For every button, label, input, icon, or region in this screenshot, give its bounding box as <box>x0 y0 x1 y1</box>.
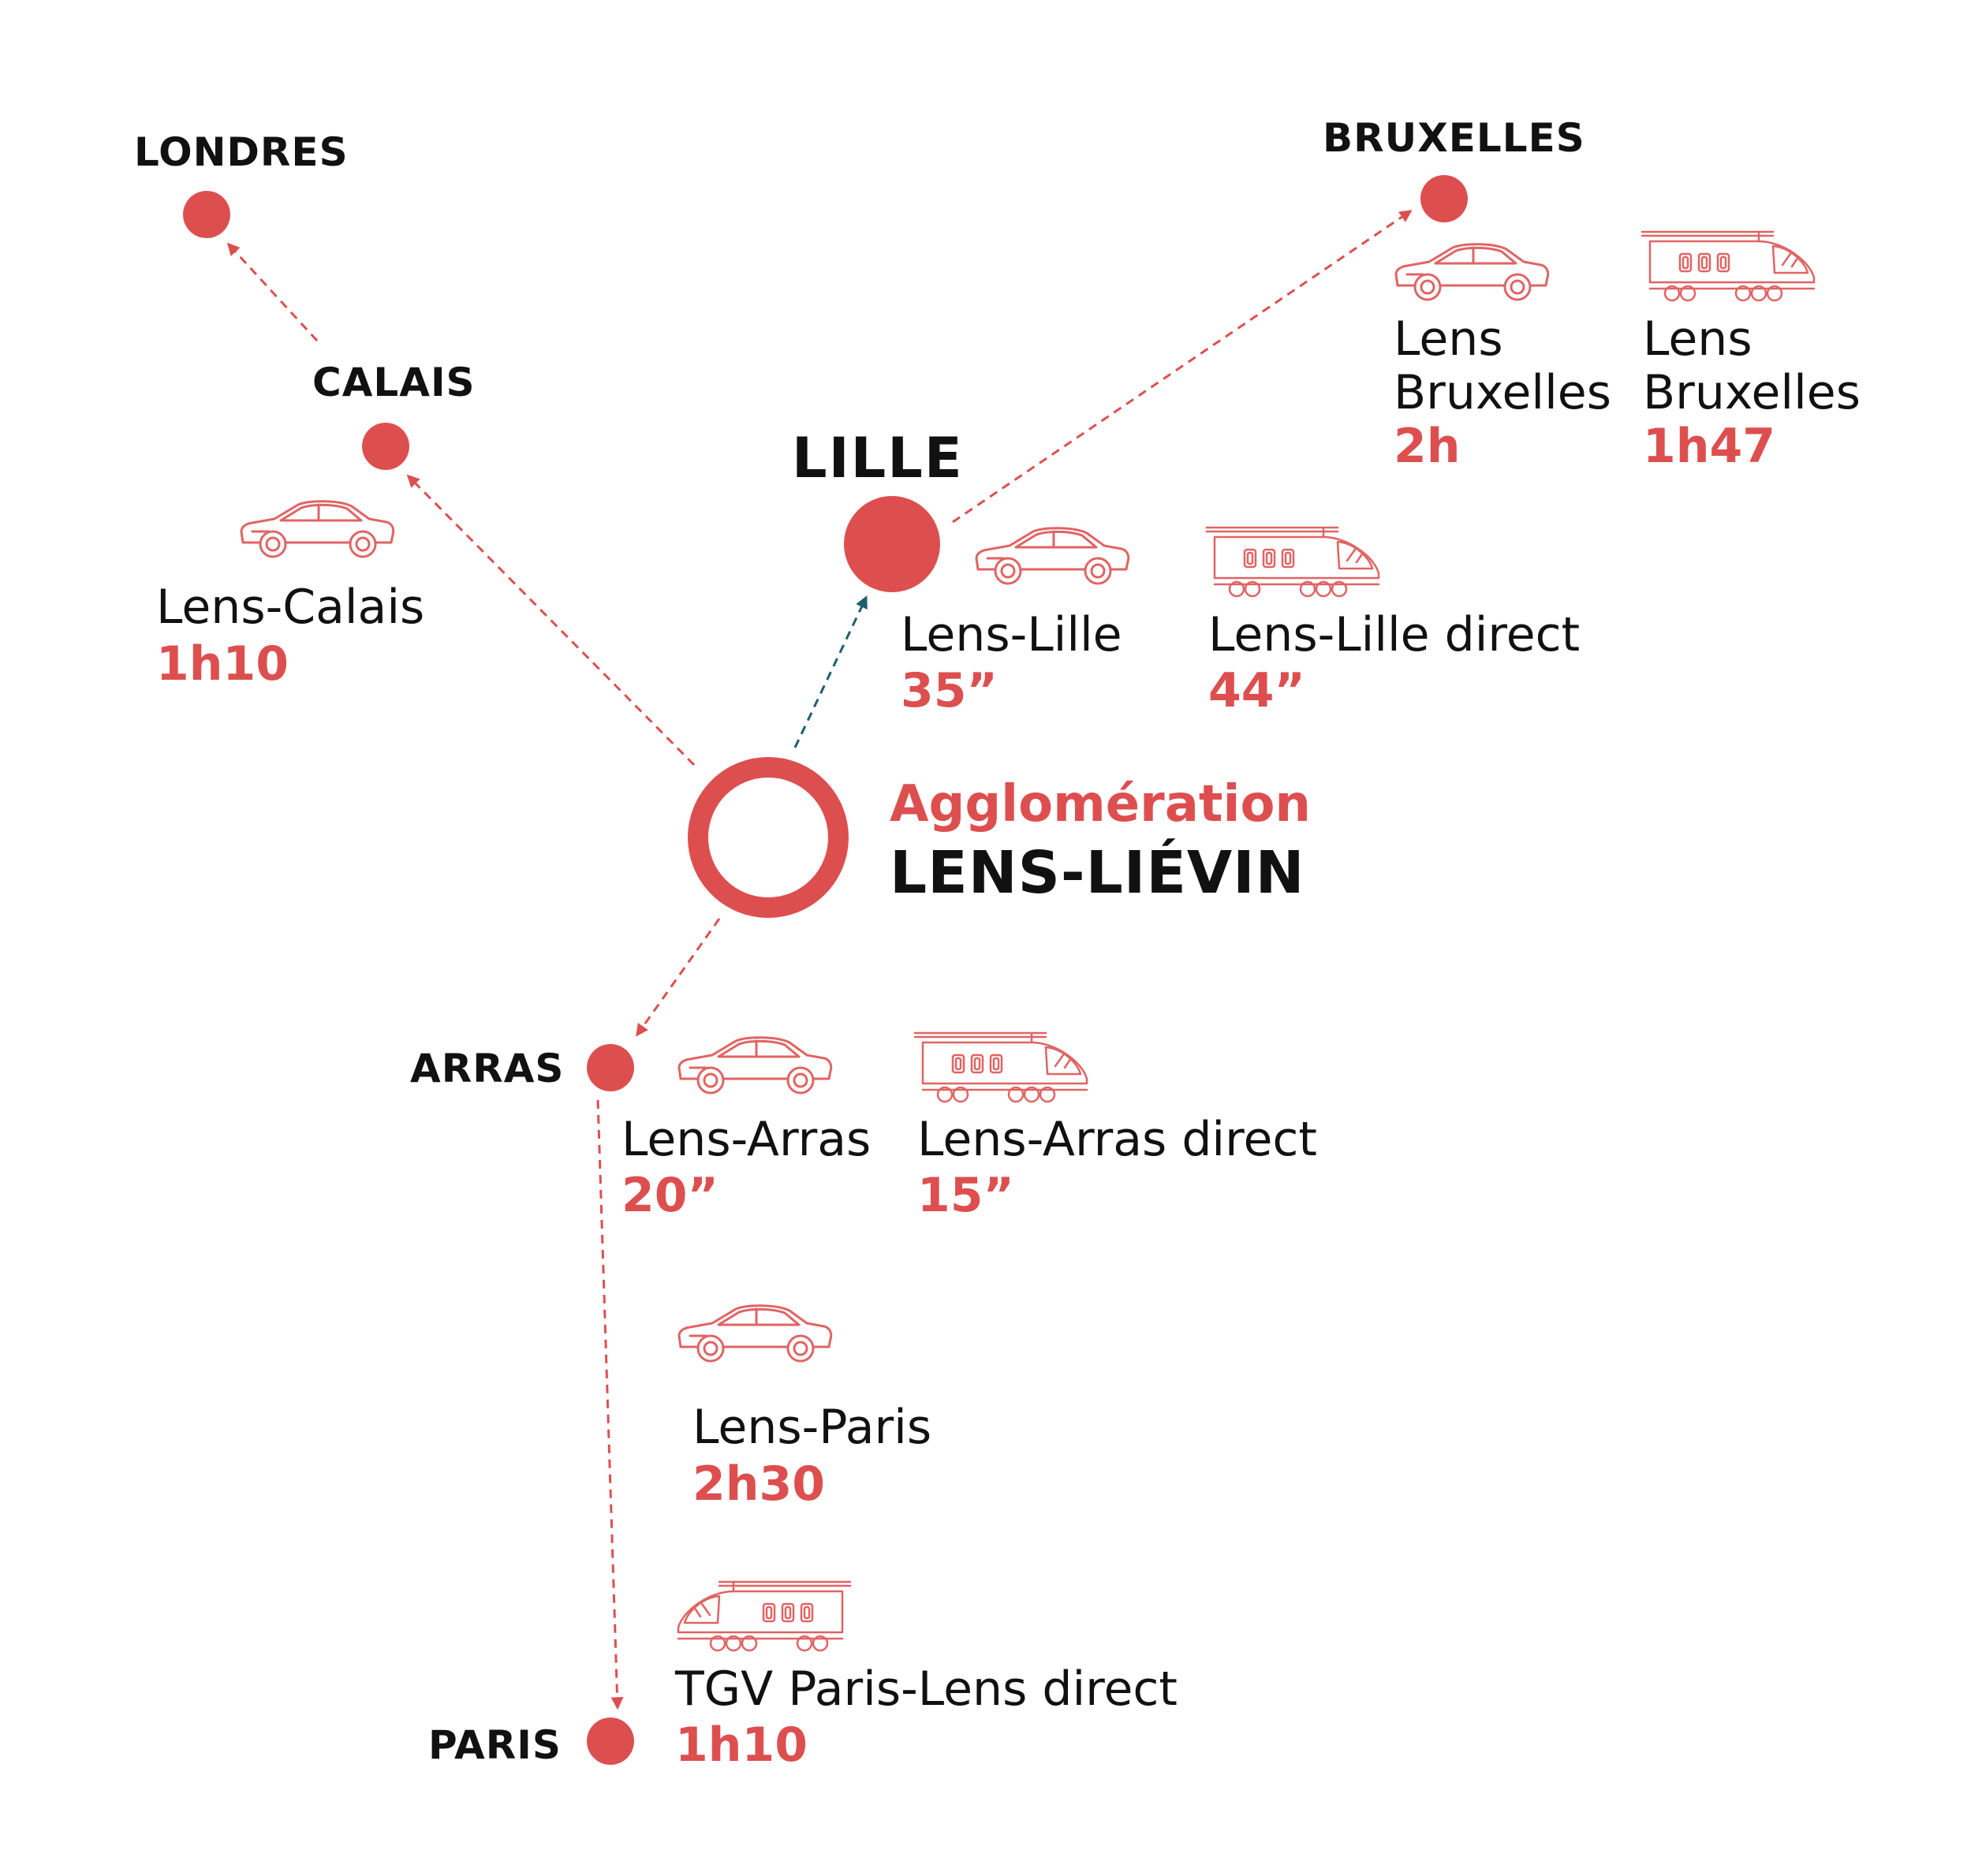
route-time-lens-bruxelles-car: 2h <box>1394 419 1461 474</box>
train-icon <box>677 1580 852 1652</box>
hub-label-agglomeration: Agglomération <box>890 775 1311 834</box>
route-label-line: Lens <box>1394 311 1503 367</box>
route-label-lens-bruxelles-train: Lens Bruxelles 1h47 <box>1643 312 1861 473</box>
route-time-lens-paris: 2h30 <box>692 1456 825 1512</box>
car-icon <box>677 1304 833 1363</box>
train-icon <box>913 1031 1088 1103</box>
route-time-lens-lille-direct: 44” <box>1208 663 1305 718</box>
route-label-line: Lens <box>1643 311 1752 367</box>
city-label-lille: LILLE <box>792 426 964 490</box>
calais-dot[interactable] <box>362 423 409 470</box>
route-label-tgv-paris-lens-direct: TGV Paris-Lens direct <box>675 1662 1178 1717</box>
car-icon <box>240 500 395 558</box>
arras-dot[interactable] <box>587 1044 634 1091</box>
route-label-lens-lille: Lens-Lille <box>901 607 1122 662</box>
route-label-lens-arras-direct: Lens-Arras direct <box>917 1112 1317 1167</box>
route-time-lens-arras: 20” <box>621 1168 719 1223</box>
hub-label-lens-lievin: LENS-LIÉVIN <box>890 839 1305 907</box>
route-lens-lille <box>793 595 868 748</box>
car-icon <box>975 527 1130 585</box>
route-lille-bruxelles <box>952 210 1413 524</box>
route-time-lens-calais: 1h10 <box>156 636 289 692</box>
route-calais-londres <box>226 242 319 342</box>
route-label-line: Bruxelles <box>1643 365 1861 420</box>
route-label-lens-paris: Lens-Paris <box>692 1400 932 1455</box>
route-time-lens-lille: 35” <box>901 663 998 718</box>
route-label-lens-arras: Lens-Arras <box>621 1112 872 1167</box>
city-label-bruxelles: BRUXELLES <box>1323 115 1585 161</box>
city-label-calais: CALAIS <box>312 360 476 405</box>
route-label-lens-calais: Lens-Calais <box>156 580 425 635</box>
route-lens-calais <box>406 474 696 766</box>
city-label-paris: PARIS <box>428 1722 562 1768</box>
lens-lievin-hub-ring[interactable] <box>688 757 849 918</box>
route-label-lens-lille-direct: Lens-Lille direct <box>1208 607 1581 662</box>
londres-dot[interactable] <box>183 191 230 238</box>
route-lens-arras <box>636 918 721 1037</box>
bruxelles-dot[interactable] <box>1420 175 1468 222</box>
city-label-londres: LONDRES <box>134 129 349 175</box>
route-arras-paris <box>596 1099 624 1710</box>
train-icon <box>1205 526 1380 598</box>
route-time-lens-bruxelles-train: 1h47 <box>1643 419 1775 474</box>
route-time-lens-arras-direct: 15” <box>917 1168 1014 1223</box>
city-label-arras: ARRAS <box>410 1046 565 1091</box>
route-time-tgv-paris-lens-direct: 1h10 <box>675 1717 808 1773</box>
route-label-lens-bruxelles-car: Lens Bruxelles 2h <box>1394 312 1611 473</box>
paris-dot[interactable] <box>587 1717 634 1765</box>
route-label-line: Bruxelles <box>1394 365 1611 420</box>
car-icon <box>677 1036 833 1095</box>
lille-dot[interactable] <box>844 496 940 592</box>
car-icon <box>1394 243 1550 301</box>
train-icon <box>1640 230 1816 302</box>
